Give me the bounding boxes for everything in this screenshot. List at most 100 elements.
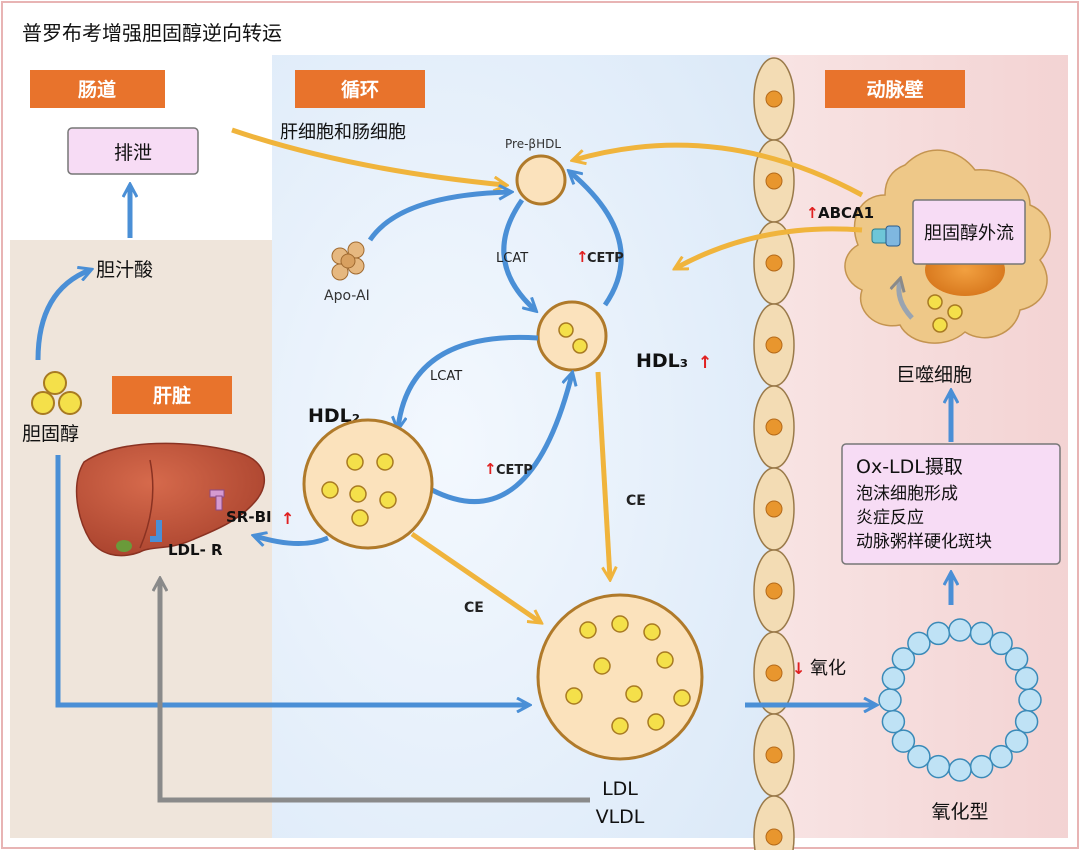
svg-text:炎症反应: 炎症反应 xyxy=(856,508,924,528)
oxidized-bead xyxy=(1018,688,1042,712)
oxidized-bead xyxy=(881,709,906,734)
svg-text:动脉粥样硬化斑块: 动脉粥样硬化斑块 xyxy=(856,532,992,552)
oxidized-bead xyxy=(881,666,906,691)
ldl-label: LDL xyxy=(602,778,638,800)
ldl-r-label: LDL- R xyxy=(168,541,223,559)
cetp-top-arrow xyxy=(570,172,624,307)
badge-liver: 肝脏 xyxy=(112,376,232,414)
hdl2-particle xyxy=(302,418,434,550)
cholesterol-efflux-box: 胆固醇外流 xyxy=(912,199,1026,265)
ldl-to-liver-return-arrow xyxy=(160,580,590,803)
oxidized-bead xyxy=(969,754,994,779)
cell-nucleus xyxy=(765,254,783,272)
oxidized-bead xyxy=(926,754,951,779)
cetp-top-label: CETP xyxy=(587,251,624,266)
up-arrow-icon: ↑ xyxy=(484,460,497,478)
receptor-icon xyxy=(209,489,225,511)
cell-nucleus xyxy=(765,418,783,436)
oxidized-bead xyxy=(969,621,994,646)
bile-acid-label: 胆汁酸 xyxy=(96,259,153,281)
badge-circulation: 循环 xyxy=(295,70,425,108)
hdl3-to-ldl-ce-arrow xyxy=(595,371,610,578)
ldlr-receptor-icon xyxy=(150,520,162,542)
hdl3-label: HDL₃ xyxy=(636,350,688,372)
pre-beta-hdl-particle xyxy=(515,154,567,206)
svg-text:肝脏: 肝脏 xyxy=(153,384,191,407)
oxidized-type-label: 氧化型 xyxy=(931,801,988,823)
apo-ai-icon xyxy=(331,241,365,281)
oxidation-label: 氧化 xyxy=(810,658,846,679)
abca1-to-hdl3-arrow xyxy=(676,226,863,268)
lcat-mid-label: LCAT xyxy=(430,369,462,384)
oxidized-ldl-ring xyxy=(878,618,1042,782)
oxidized-bead xyxy=(1014,709,1039,734)
cell-nucleus xyxy=(765,500,783,518)
up-arrow-icon: ↑ xyxy=(698,353,712,373)
endothelial-cell-column xyxy=(753,57,795,850)
cholesterol-label: 胆固醇 xyxy=(22,423,79,445)
hdl2-to-ldl-ce-arrow xyxy=(410,531,540,622)
oxidized-bead xyxy=(891,729,916,753)
cell-nucleus xyxy=(765,336,783,354)
oxidized-bead xyxy=(926,621,951,646)
oxidized-bead xyxy=(1014,666,1039,691)
svg-text:动脉壁: 动脉壁 xyxy=(866,78,923,101)
cell-nucleus xyxy=(765,746,783,764)
up-arrow-icon: ↑ xyxy=(576,248,589,266)
lcat-mid-arrow xyxy=(398,334,539,428)
cell-nucleus xyxy=(765,828,783,846)
hdl2-to-srbi-arrow xyxy=(255,536,329,544)
oxidized-bead xyxy=(989,744,1013,769)
lcat-top-label: LCAT xyxy=(496,251,528,266)
ce-right-label: CE xyxy=(626,493,646,509)
lcat-top-arrow xyxy=(501,198,535,310)
pre-beta-hdl-label: Pre-βHDL xyxy=(505,137,561,151)
apoai-to-prebeta-arrow xyxy=(367,192,510,242)
svg-text:泡沫细胞形成: 泡沫细胞形成 xyxy=(856,484,958,504)
oxidized-bead xyxy=(1004,647,1029,671)
hepatocyte-label: 肝细胞和肠细胞 xyxy=(280,122,406,143)
oxidized-bead xyxy=(907,631,931,656)
cetp-mid-arrow xyxy=(430,374,572,504)
oxldl-info-box: Ox-LDL摄取 泡沫细胞形成 炎症反应 动脉粥样硬化斑块 xyxy=(841,443,1061,565)
sr-bi-label: SR-BI xyxy=(226,508,272,526)
oxidized-bead xyxy=(948,618,972,642)
up-arrow-icon: ↑ xyxy=(281,509,294,528)
abca1-label: ABCA1 xyxy=(818,204,874,222)
oxidized-bead xyxy=(1004,729,1029,753)
cholesterol-to-bile-arrow xyxy=(35,270,90,361)
cholesterol-dots xyxy=(31,371,82,415)
svg-text:Ox-LDL摄取: Ox-LDL摄取 xyxy=(856,456,963,478)
liver-icon xyxy=(75,442,266,557)
apo-ai-label: Apo-AI xyxy=(324,288,370,304)
hdl2-label: HDL₂ xyxy=(308,405,360,427)
cholesterol-to-ldl-arrow xyxy=(55,455,528,705)
oxidized-bead xyxy=(989,631,1013,656)
oxidized-bead xyxy=(878,688,902,712)
abca1-transporter-icon xyxy=(871,225,901,247)
ce-left-label: CE xyxy=(464,600,484,616)
badge-intestine: 肠道 xyxy=(30,70,165,108)
badge-artery-wall: 动脉壁 xyxy=(825,70,965,108)
cell-nucleus xyxy=(765,90,783,108)
cell-nucleus xyxy=(765,664,783,682)
oxidized-bead xyxy=(948,758,972,782)
abca1-to-prebeta-arrow xyxy=(574,142,864,198)
cetp-mid-label: CETP xyxy=(496,463,533,478)
svg-text:排泄: 排泄 xyxy=(114,142,152,164)
macrophage-label: 巨噬细胞 xyxy=(896,364,972,386)
cell-nucleus xyxy=(765,172,783,190)
svg-text:肠道: 肠道 xyxy=(78,78,116,101)
svg-text:胆固醇外流: 胆固醇外流 xyxy=(924,223,1014,244)
hdl3-particle xyxy=(536,300,608,372)
down-arrow-icon: ↓ xyxy=(792,659,805,678)
vldl-label: VLDL xyxy=(596,806,645,828)
oxidized-bead xyxy=(907,744,931,769)
svg-text:循环: 循环 xyxy=(341,78,379,101)
page-title: 普罗布考增强胆固醇逆向转运 xyxy=(22,21,282,45)
cell-nucleus xyxy=(765,582,783,600)
up-arrow-icon: ↑ xyxy=(806,204,819,222)
hepatocyte-to-prebeta-arrow xyxy=(231,127,505,185)
